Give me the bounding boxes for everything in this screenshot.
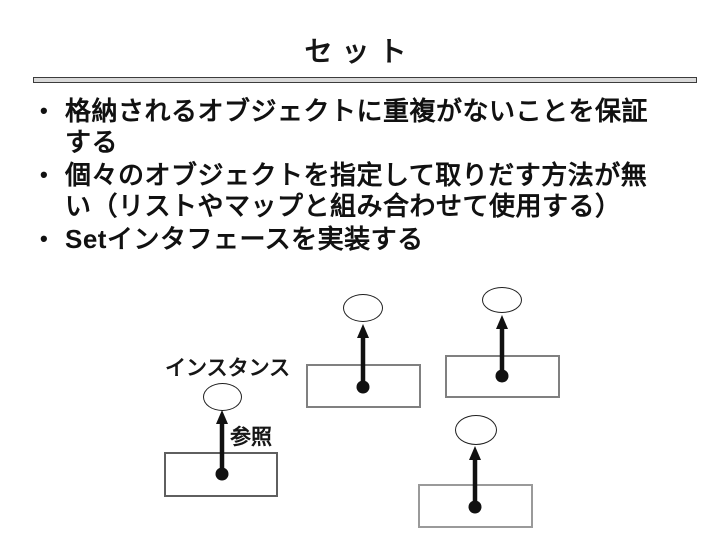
- bullet-text: 個々のオブジェクトを指定して取りだす方法が無 い（リストやマップと組み合わせて使…: [65, 160, 648, 221]
- reference-dot: [495, 369, 509, 383]
- instance-ellipse: [203, 383, 242, 411]
- instance-label: インスタンス: [165, 357, 291, 380]
- slide-title: セット: [304, 36, 416, 67]
- set-box: [445, 355, 560, 398]
- bullet-item: • 個々のオブジェクトを指定して取りだす方法が無 い（リストやマップと組み合わせ…: [38, 160, 688, 222]
- bullet-item: • Setインタフェースを実装する: [38, 224, 688, 255]
- reference-dot: [356, 380, 370, 394]
- reference-arrow: [356, 324, 370, 394]
- reference-dot: [215, 467, 229, 481]
- instance-ellipse: [482, 287, 522, 313]
- reference-arrow: [495, 315, 509, 383]
- instance-ellipse: [343, 294, 383, 322]
- set-box: [164, 452, 278, 497]
- bullet-text: Setインタフェースを実装する: [65, 224, 424, 254]
- instance-ellipse: [455, 415, 497, 445]
- reference-dot: [468, 500, 482, 514]
- reference-arrow: [468, 446, 482, 514]
- bullet-marker: •: [40, 162, 49, 187]
- bullet-marker: •: [40, 226, 49, 251]
- reference-label: 参照: [230, 426, 272, 449]
- bullet-item: • 格納されるオブジェクトに重複がないことを保証 する: [38, 96, 688, 158]
- reference-arrow: [215, 410, 229, 481]
- bullet-list: • 格納されるオブジェクトに重複がないことを保証 する • 個々のオブジェクトを…: [38, 96, 688, 257]
- set-box: [306, 364, 421, 408]
- bullet-marker: •: [40, 98, 49, 123]
- bullet-text: 格納されるオブジェクトに重複がないことを保証 する: [65, 96, 649, 157]
- title-divider: [33, 77, 697, 83]
- set-box: [418, 484, 533, 528]
